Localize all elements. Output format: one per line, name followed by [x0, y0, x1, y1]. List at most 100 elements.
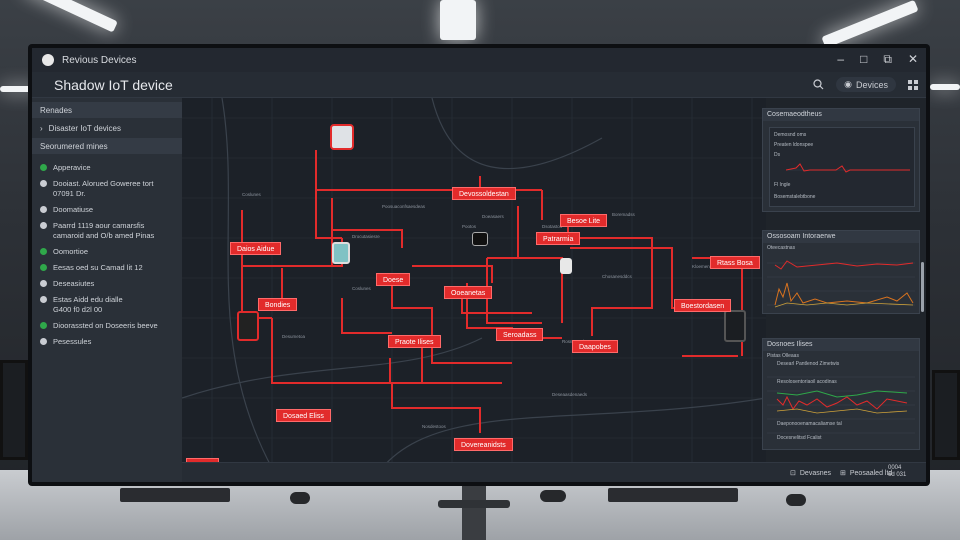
- svg-text:Dsotastos: Dsotastos: [542, 224, 563, 229]
- stats-chart: Demosnd oms Preaten ldonspee Ds Fl Ingle…: [769, 127, 915, 207]
- device-node-icon[interactable]: [237, 311, 259, 341]
- svg-text:Chosanesddcs: Chosanesddcs: [602, 274, 633, 279]
- device-icon: ⊡: [790, 470, 796, 477]
- chart-label: Desearl Pantlenod Zimetwis: [777, 361, 840, 367]
- device-node-icon[interactable]: [332, 242, 350, 264]
- window-controls: – □ ⧉ ✕: [837, 52, 918, 67]
- device-stats-panel: Cosemaeodtheus Demosnd oms Preaten ldons…: [762, 108, 920, 212]
- chart-label: Resolosentoriaoil acodinas: [777, 379, 837, 385]
- status-dot-icon: [40, 164, 47, 171]
- mouse: [540, 490, 566, 502]
- status-devices[interactable]: ⊡ Devasnes: [790, 469, 832, 478]
- map-device-label[interactable]: Seroadass: [496, 328, 544, 341]
- sidebar-item-disaster-devices[interactable]: › Disaster IoT devices: [32, 118, 182, 138]
- device-node-icon[interactable]: [472, 232, 488, 246]
- status-dot-icon: [40, 206, 47, 213]
- restore-icon[interactable]: ⧉: [883, 52, 892, 66]
- status-dot-icon: [40, 322, 47, 329]
- map-device-label[interactable]: Devossoldestan: [452, 187, 516, 200]
- sidebar-item-label: Paarrd 1119 aour camarsfis camaroid and …: [53, 221, 155, 240]
- mouse: [290, 492, 310, 504]
- map-device-label[interactable]: Daapobes: [572, 340, 618, 353]
- svg-text:Doeasaers: Doeasaers: [482, 214, 505, 219]
- chart-label: Ds: [774, 152, 781, 158]
- sidebar-device-item[interactable]: Pesessules: [32, 334, 182, 350]
- map-device-label[interactable]: Patrarmia: [536, 232, 581, 245]
- minimize-icon[interactable]: –: [837, 52, 845, 66]
- map-device-label[interactable]: Doese: [376, 273, 411, 286]
- sidebar-item-label: Oomortioe: [53, 247, 89, 256]
- grid-icon[interactable]: [908, 79, 918, 90]
- sidebar-item-label: Dooiast. Alorued Goweree tort 07091 Dr.: [53, 179, 154, 198]
- svg-text:Nosdestoos: Nosdestoos: [422, 424, 447, 429]
- sidebar-device-item[interactable]: Eesas oed su Camad lit 12: [32, 260, 182, 276]
- svg-text:Desumetoa: Desumetoa: [282, 334, 306, 339]
- devices-button[interactable]: ◉ Devices: [836, 77, 896, 92]
- map-device-label[interactable]: Daios Aidue: [230, 242, 282, 255]
- app-screen: Revious Devices – □ ⧉ ✕ Shadow IoT devic…: [32, 48, 926, 482]
- status-dot-icon: [40, 280, 47, 287]
- sidebar-device-item[interactable]: Deseasiutes: [32, 276, 182, 292]
- sidebar-device-item[interactable]: Apperavice: [32, 160, 182, 176]
- svg-text:Pootos: Pootos: [462, 224, 477, 229]
- status-dot-icon: [40, 338, 47, 345]
- sidebar-device-item[interactable]: Estas Aidd edu dialle G400 f0 d2l 00: [32, 292, 182, 318]
- device-icon: ◉: [844, 79, 852, 89]
- panel-title: Cosemaeodtheus: [763, 109, 919, 121]
- device-node-icon[interactable]: [330, 124, 354, 150]
- device-alerts-panel: Dosnoes Ilises Pistas Olleaas Desearl Pa…: [762, 338, 920, 450]
- svg-text:Coslunes: Coslunes: [242, 192, 262, 197]
- keyboard: [120, 488, 230, 502]
- chart-label: Docesnelitsd Fcalist: [777, 435, 822, 441]
- sidebar-item-label: Apperavice: [53, 163, 91, 172]
- status-dot-icon: [40, 264, 47, 271]
- chevron-icon: ›: [40, 123, 43, 133]
- chart-label: Bosemstalebtbone: [774, 194, 816, 200]
- close-icon[interactable]: ✕: [907, 52, 918, 66]
- sidebar-item-label: Doomatiuse: [53, 205, 94, 214]
- sidebar-section-header: Seorumered mines: [32, 138, 182, 154]
- scrollbar[interactable]: [921, 262, 924, 312]
- sidebar-device-item[interactable]: Doomatiuse: [32, 202, 182, 218]
- map-device-label[interactable]: Besoe Lite: [560, 214, 608, 227]
- map-device-label[interactable]: Ooeanetas: [444, 286, 493, 299]
- maximize-icon[interactable]: □: [860, 52, 868, 66]
- device-node-icon[interactable]: [560, 258, 572, 274]
- chart-label: Demosnd oms: [774, 132, 807, 138]
- map-device-label[interactable]: Bondies: [258, 298, 298, 311]
- ceiling-light: [0, 86, 40, 92]
- map-device-label[interactable]: Boestordasen: [674, 299, 732, 312]
- side-monitor: [932, 370, 960, 460]
- sidebar-device-item[interactable]: Oomortioe: [32, 244, 182, 260]
- mouse: [786, 494, 806, 506]
- title-bar: Revious Devices – □ ⧉ ✕: [32, 48, 926, 72]
- map-device-label[interactable]: Dosaed Eliss: [276, 409, 331, 422]
- ceiling-light: [440, 0, 476, 40]
- map-device-label[interactable]: Rtass Bosa: [710, 256, 760, 269]
- svg-text:Boremadss: Boremadss: [612, 212, 636, 217]
- page-title: Shadow IoT device: [54, 76, 173, 93]
- sidebar-item-label: Pesessules: [53, 337, 92, 346]
- status-bar: ⊡ Devasnes ⊞ Peosaaled ltd 0004 6d 031: [182, 462, 926, 482]
- status-dot-icon: [40, 222, 47, 229]
- sidebar-device-item[interactable]: Paarrd 1119 aour camarsfis camaroid and …: [32, 218, 182, 244]
- device-node-icon[interactable]: [724, 310, 746, 342]
- map-device-label[interactable]: Praote Ilises: [388, 335, 441, 348]
- status-dot-icon: [40, 180, 47, 187]
- search-icon[interactable]: [813, 79, 824, 90]
- status-peers[interactable]: ⊞ Peosaaled ltd: [840, 469, 893, 478]
- header-bar: Shadow IoT device ◉ Devices: [32, 72, 926, 98]
- svg-text:Kloemen: Kloemen: [692, 264, 710, 269]
- map-device-label[interactable]: Dovereanidsts: [454, 438, 513, 451]
- status-text: Peosaaled ltd: [849, 469, 893, 477]
- sidebar-device-item[interactable]: Dioorassted on Doseeris beeve: [32, 318, 182, 334]
- sidebar-device-item[interactable]: Dooiast. Alorued Goweree tort 07091 Dr.: [32, 176, 182, 202]
- chart-label: Oteecastnas: [767, 245, 796, 251]
- status-text: Devasnes: [799, 469, 832, 477]
- panel-title: Dosnoes Ilises: [763, 339, 919, 351]
- chart-label: Pistas Olleaas: [767, 353, 799, 359]
- chart-label: Daeponooenamacaliamse tal: [777, 421, 842, 427]
